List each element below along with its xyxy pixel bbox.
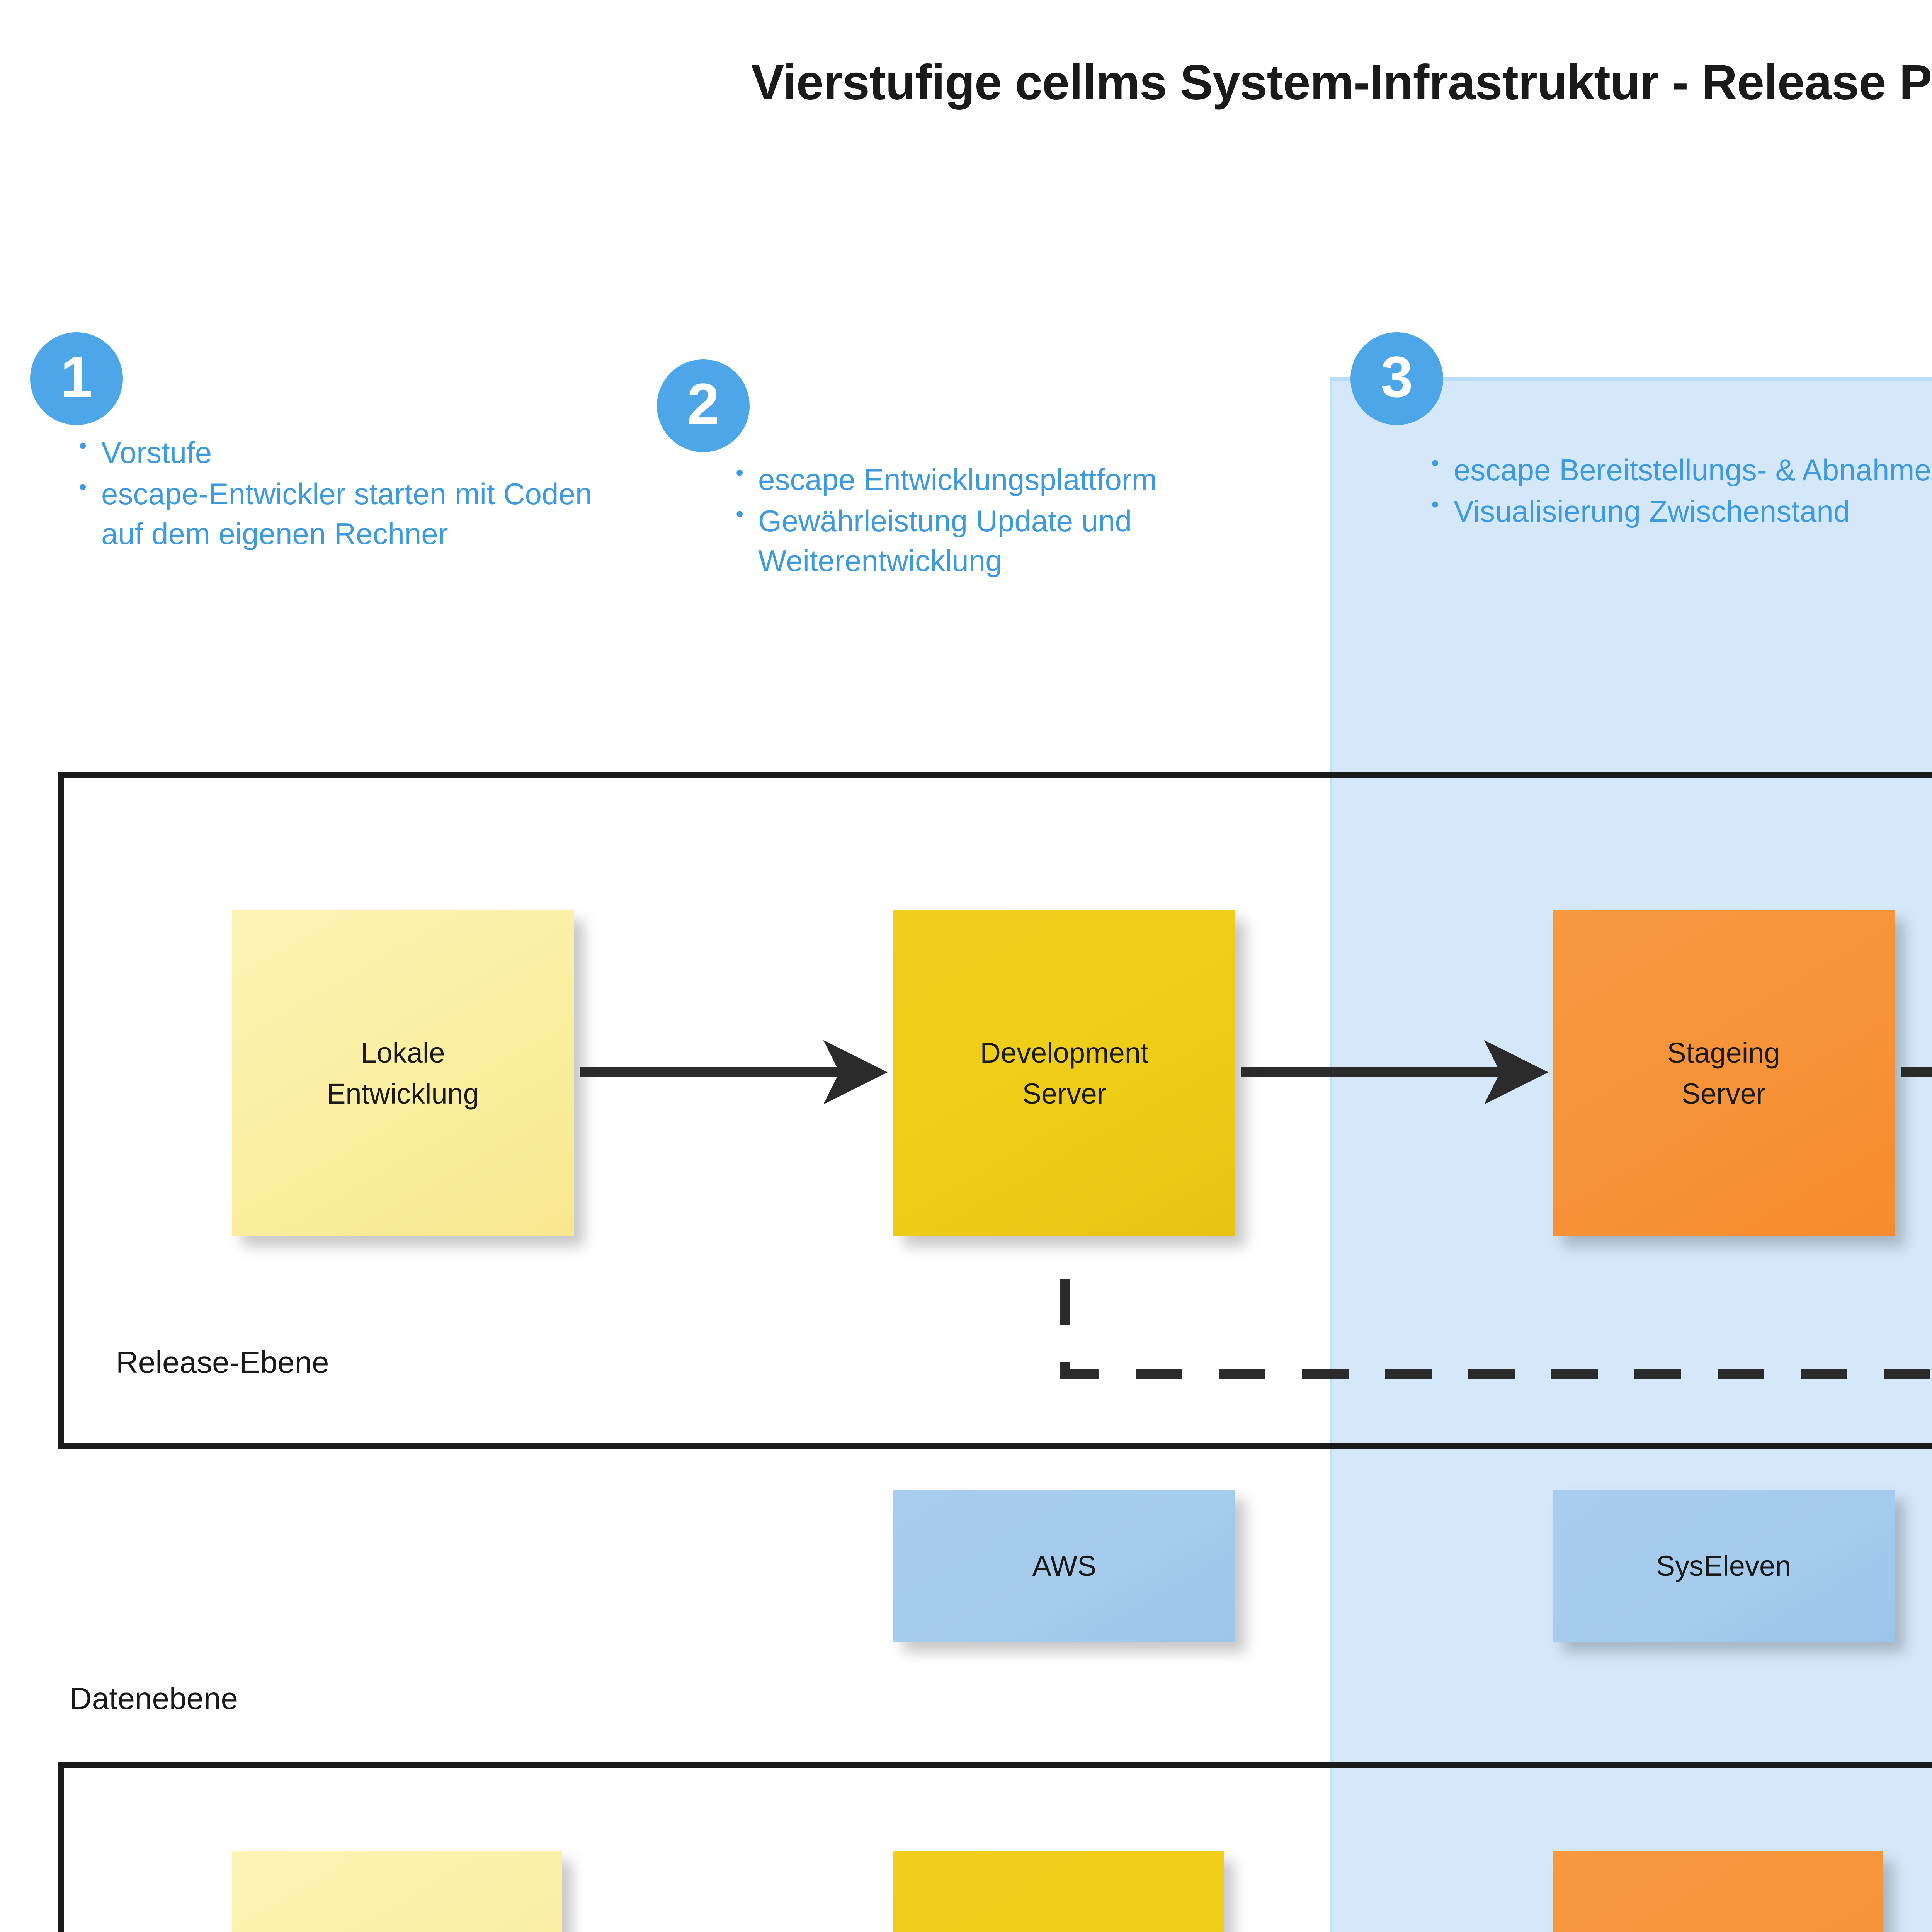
step-1-bullet-2: escape-Entwickler starten mit Coden auf …: [73, 473, 622, 554]
step-1-bullet-1: Vorstufe: [73, 431, 622, 473]
note-infra-syseleven-staging[interactable]: SysEleven: [1553, 1490, 1895, 1642]
note-label: Stageing Server: [1667, 1037, 1780, 1110]
step-2-bullet-1: escape Entwicklungsplattform: [730, 458, 1302, 500]
data-layer-box: [58, 1762, 1932, 1932]
step-1-description: Vorstufe escape-Entwickler starten mit C…: [73, 431, 622, 555]
note-label: SysEleven: [1656, 1549, 1791, 1582]
note-infra-aws[interactable]: AWS: [893, 1490, 1235, 1642]
page-title: Vierstufige cellms System-Infrastruktur …: [751, 55, 1932, 110]
note-label: Lokale Entwicklung: [327, 1037, 479, 1110]
step-2-description: escape Entwicklungsplattform Gewährleist…: [730, 458, 1302, 582]
step-3-bullet-2: Visualisierung Zwischenstand: [1426, 490, 1932, 531]
step-3-description: escape Bereitstellungs- & Abnahmeplattfo…: [1426, 449, 1932, 533]
step-3-bullet-1: escape Bereitstellungs- & Abnahmeplattfo…: [1426, 449, 1932, 490]
release-layer-label: Release-Ebene: [116, 1345, 329, 1379]
step-2-bullet-2: Gewährleistung Update und Weiterentwickl…: [730, 500, 1302, 581]
step-badge-3[interactable]: 3: [1350, 332, 1443, 425]
note-label: Development Server: [980, 1037, 1149, 1110]
step-badge-1[interactable]: 1: [30, 332, 123, 425]
note-data-staging-server[interactable]: Staging Server: [1553, 1851, 1883, 1932]
data-layer-label: Datenebene: [70, 1681, 238, 1716]
release-layer-box: [58, 772, 1932, 1449]
note-data-development-server[interactable]: Development Server: [893, 1851, 1224, 1932]
note-release-stageing-server[interactable]: Stageing Server: [1553, 910, 1895, 1236]
note-label: AWS: [1032, 1549, 1097, 1582]
step-badge-2[interactable]: 2: [657, 359, 750, 452]
note-data-lokale-entwicklung[interactable]: Lokale Entwicklung: [232, 1851, 562, 1932]
note-release-lokale-entwicklung[interactable]: Lokale Entwicklung: [232, 910, 574, 1236]
note-release-development-server[interactable]: Development Server: [893, 910, 1235, 1236]
